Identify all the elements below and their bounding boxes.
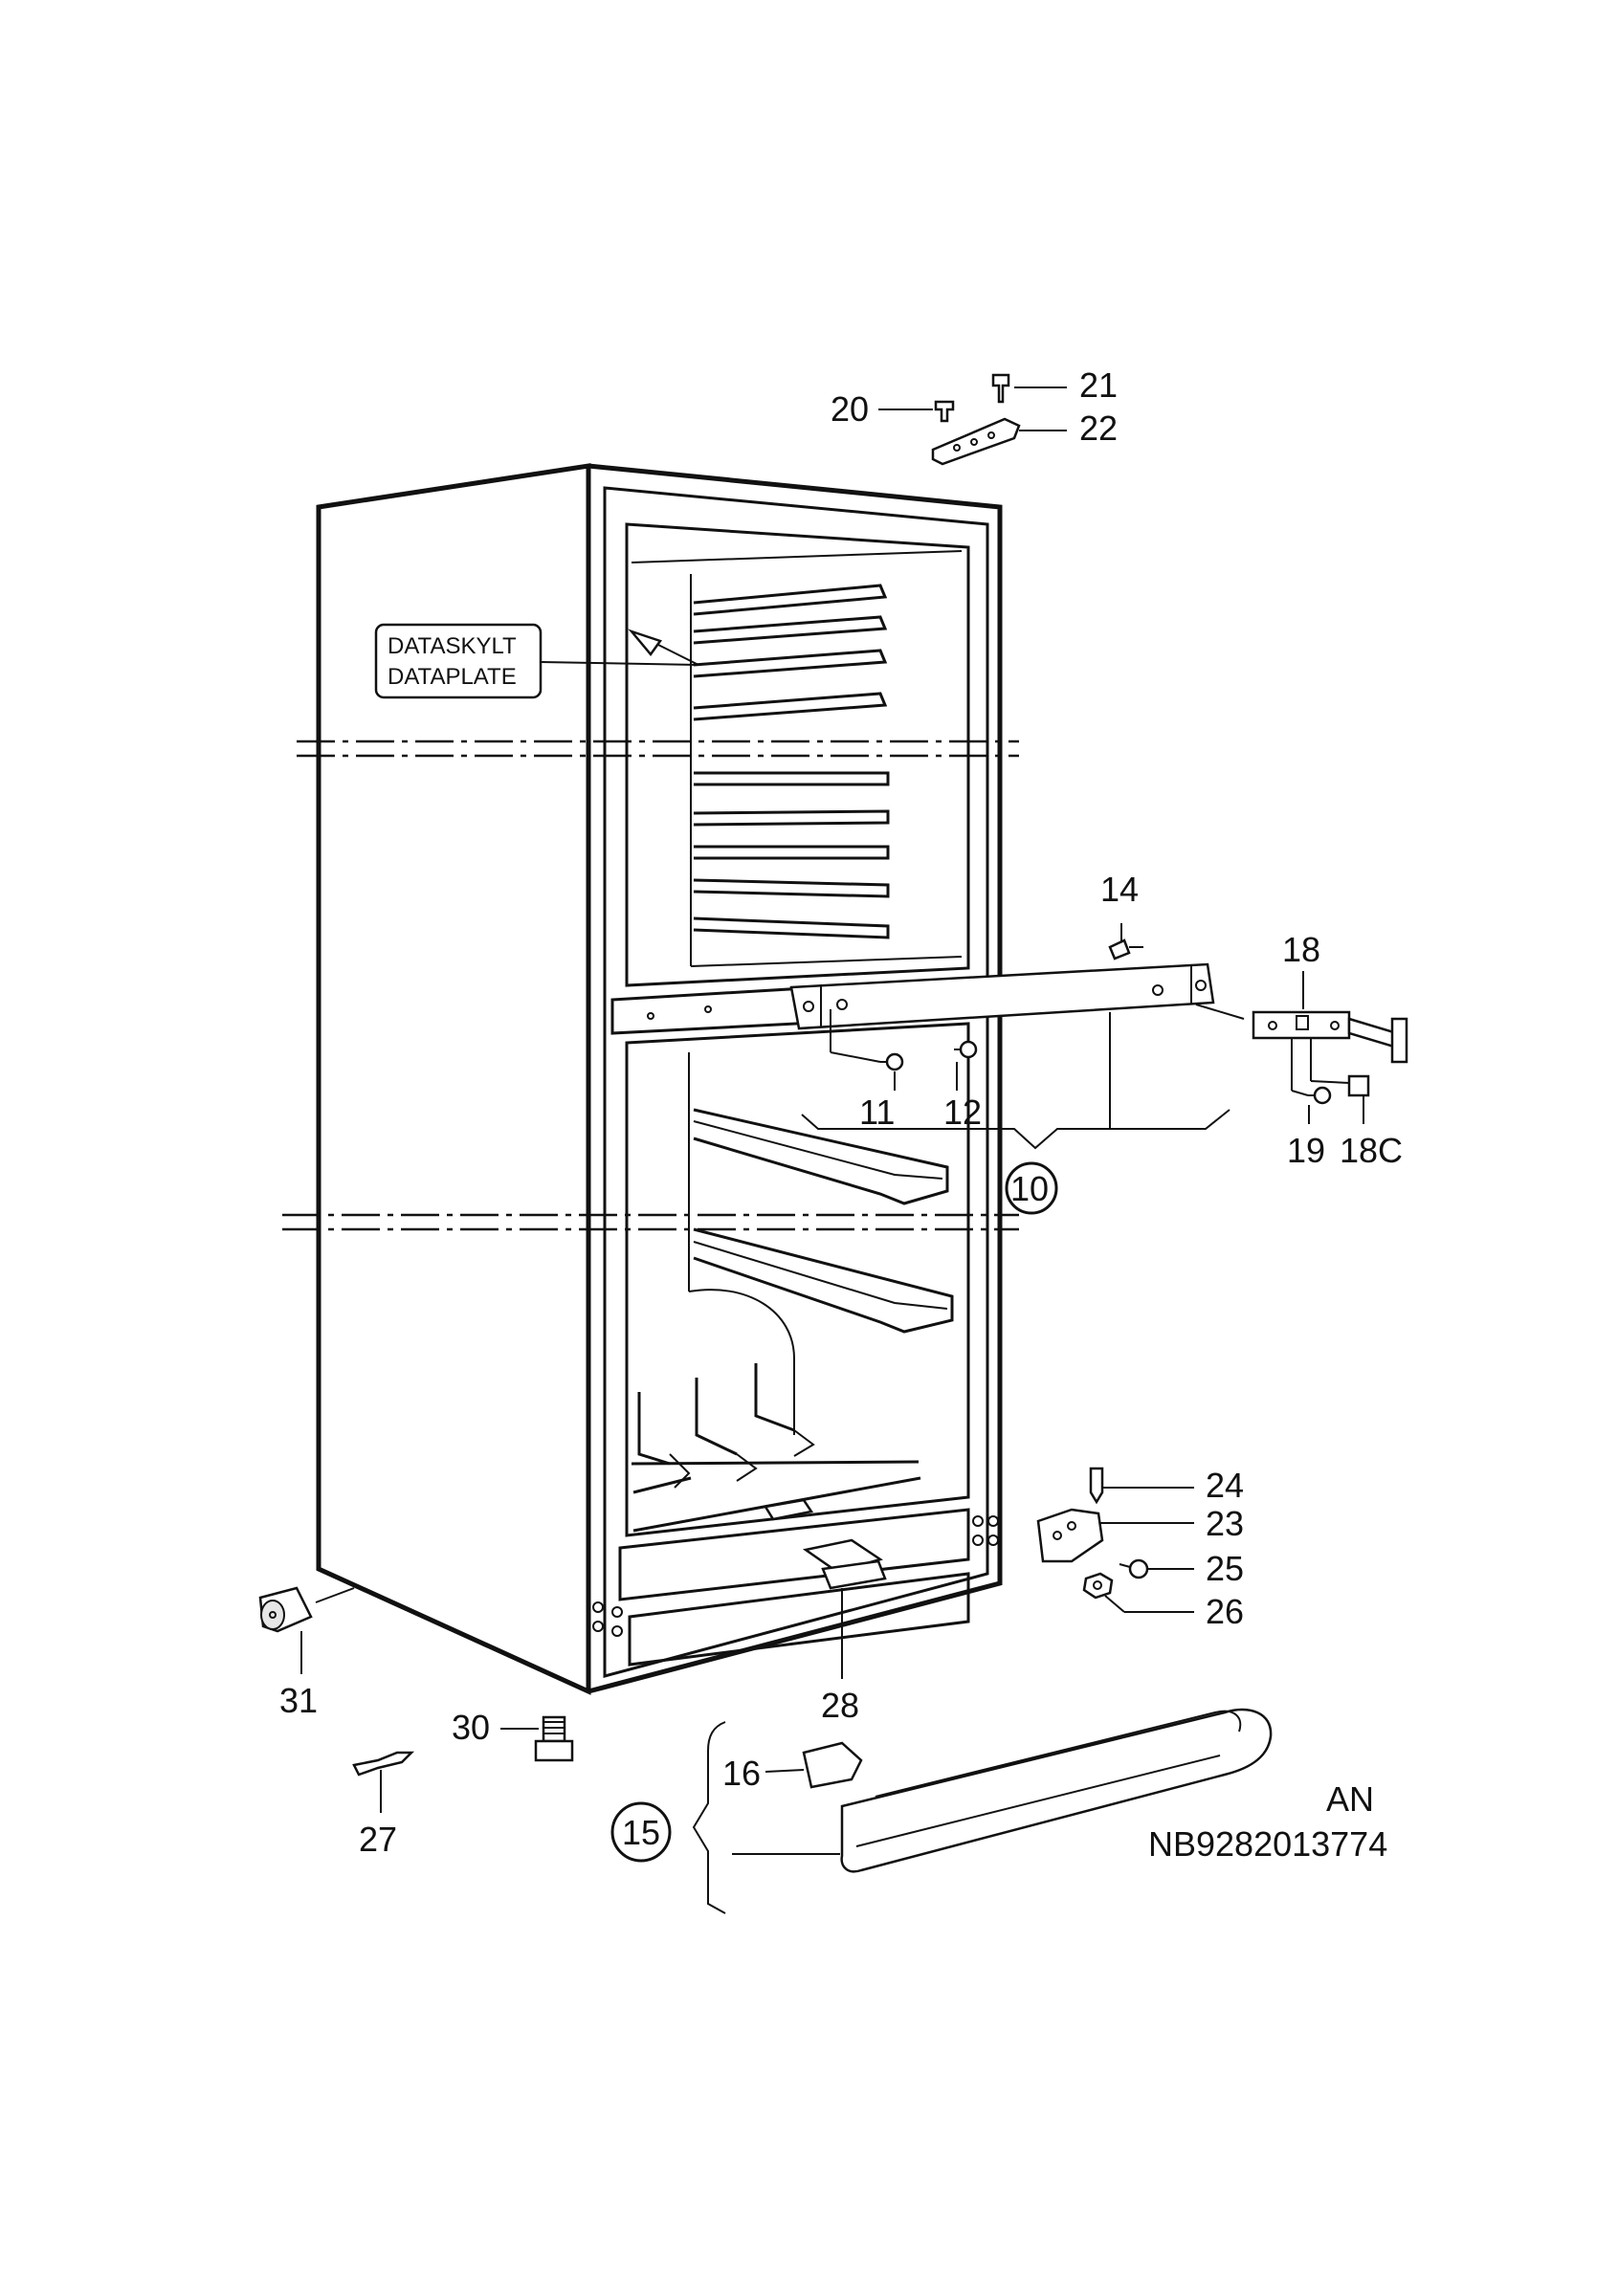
- handle-parts: 15 16: [610, 1708, 1273, 1914]
- data-plate-box: [374, 623, 543, 699]
- break-lines: [282, 740, 1019, 1231]
- label-15: 15: [622, 1813, 660, 1852]
- screw-20: [934, 400, 955, 423]
- label-18c: 18C: [1340, 1131, 1403, 1170]
- label-26: 26: [1206, 1592, 1244, 1631]
- label-28: 28: [821, 1686, 859, 1725]
- grille-clip-28: [821, 1559, 887, 1590]
- label-18: 18: [1282, 930, 1320, 969]
- label-25: 25: [1206, 1549, 1244, 1588]
- label-14: 14: [1100, 870, 1139, 909]
- data-plate: DATASKYLT DATAPLATE: [374, 623, 699, 699]
- label-21: 21: [1079, 365, 1118, 405]
- fridge-shelf-rails: [693, 1108, 954, 1334]
- data-plate-line2: DATAPLATE: [388, 664, 517, 690]
- handle-cap-16: [802, 1741, 863, 1789]
- cross-bar-assembly: 14 11 12 10: [789, 870, 1230, 1215]
- label-10: 10: [1010, 1169, 1049, 1208]
- nut-26: [1082, 1572, 1114, 1600]
- label-31: 31: [279, 1681, 318, 1720]
- freezer-shelves: [693, 584, 890, 939]
- hinge-pin: [991, 373, 1010, 404]
- cross-bar: [789, 962, 1215, 1030]
- bottom-hinge-parts: 24 23 25 26: [1036, 1466, 1244, 1631]
- clip-27: [352, 1751, 415, 1777]
- arrow-icon: [628, 629, 663, 657]
- adjustable-foot-30: [534, 1739, 574, 1762]
- label-20: 20: [831, 389, 869, 429]
- middle-hinge: [1252, 1010, 1351, 1040]
- variant-code: AN: [1326, 1779, 1374, 1819]
- middle-hinge-parts: 18 19 18C: [1195, 930, 1408, 1170]
- label-16: 16: [722, 1754, 761, 1793]
- hinge-pin-24: [1089, 1467, 1104, 1505]
- callout-circle-15: [610, 1801, 672, 1863]
- footer: AN NB9282013774: [1148, 1779, 1387, 1864]
- label-24: 24: [1206, 1466, 1244, 1505]
- misc-parts: 31 30 27 28: [258, 1538, 887, 1859]
- label-11: 11: [859, 1093, 895, 1132]
- bottom-hinge-23: [1036, 1508, 1104, 1563]
- label-27: 27: [359, 1820, 397, 1859]
- label-30: 30: [452, 1708, 490, 1747]
- door-handle-15: [840, 1708, 1273, 1873]
- label-19: 19: [1287, 1131, 1325, 1170]
- label-22: 22: [1079, 408, 1118, 448]
- bottom-shelf: [631, 1363, 921, 1533]
- part-18c: [1347, 1074, 1370, 1097]
- label-23: 23: [1206, 1504, 1244, 1543]
- document-number: NB9282013774: [1148, 1824, 1387, 1864]
- top-hinge-parts: 20 21 22: [831, 365, 1118, 466]
- callout-circle-10: [1005, 1161, 1058, 1215]
- label-12: 12: [943, 1093, 982, 1132]
- data-plate-line1: DATASKYLT: [388, 633, 517, 659]
